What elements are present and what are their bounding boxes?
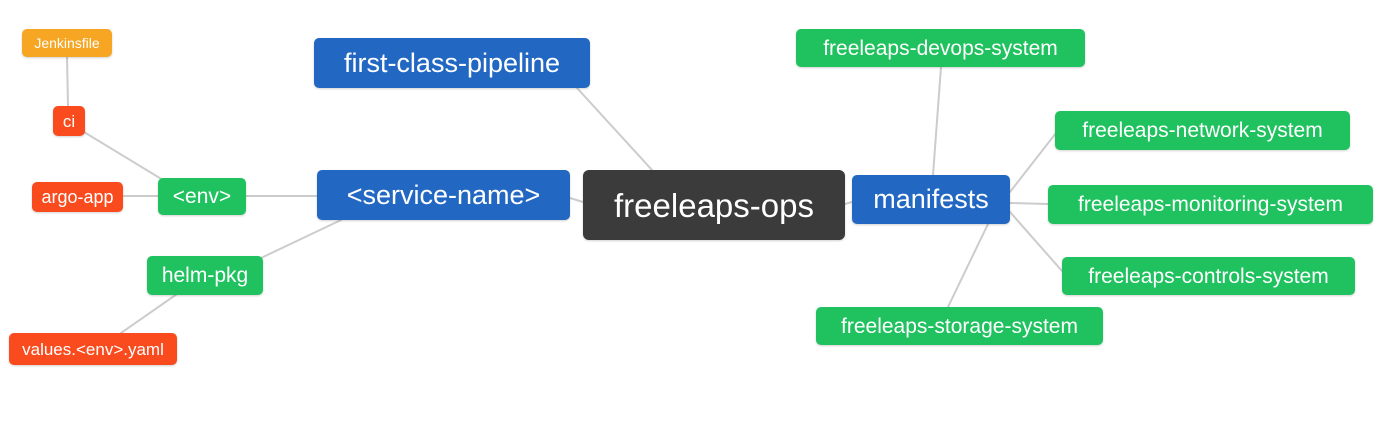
edge-ops-manifests (844, 201, 853, 205)
edge-service-name-ops (569, 197, 584, 203)
node-ci[interactable]: ci (53, 106, 85, 136)
node-freeleaps-controls-system[interactable]: freeleaps-controls-system (1062, 257, 1355, 295)
node-first-class-pipeline[interactable]: first-class-pipeline (314, 38, 590, 88)
node-freeleaps-ops[interactable]: freeleaps-ops (583, 170, 845, 240)
edge-values-helm-pkg (120, 293, 178, 334)
edge-ci-env (83, 131, 164, 181)
edge-manifests-monitoring (1009, 202, 1049, 205)
node-argo-app[interactable]: argo-app (32, 182, 123, 212)
edge-manifests-devops (932, 66, 942, 176)
edge-jenkinsfile-ci (66, 56, 69, 107)
node-values-env-yaml[interactable]: values.<env>.yaml (9, 333, 177, 365)
node-env[interactable]: <env> (158, 178, 246, 215)
edge-manifests-network (1009, 132, 1057, 193)
node-freeleaps-devops-system[interactable]: freeleaps-devops-system (796, 29, 1085, 67)
node-freeleaps-network-system[interactable]: freeleaps-network-system (1055, 111, 1350, 150)
edge-manifests-controls (1009, 211, 1063, 272)
node-freeleaps-monitoring-system[interactable]: freeleaps-monitoring-system (1048, 185, 1373, 224)
edge-manifests-storage (947, 223, 989, 308)
node-jenkinsfile[interactable]: Jenkinsfile (22, 29, 112, 57)
node-service-name[interactable]: <service-name> (317, 170, 570, 220)
node-manifests[interactable]: manifests (852, 175, 1010, 224)
node-helm-pkg[interactable]: helm-pkg (147, 256, 263, 295)
edge-helm-pkg-service-name (260, 219, 342, 259)
edge-pipeline-ops (576, 87, 653, 171)
node-freeleaps-storage-system[interactable]: freeleaps-storage-system (816, 307, 1103, 345)
